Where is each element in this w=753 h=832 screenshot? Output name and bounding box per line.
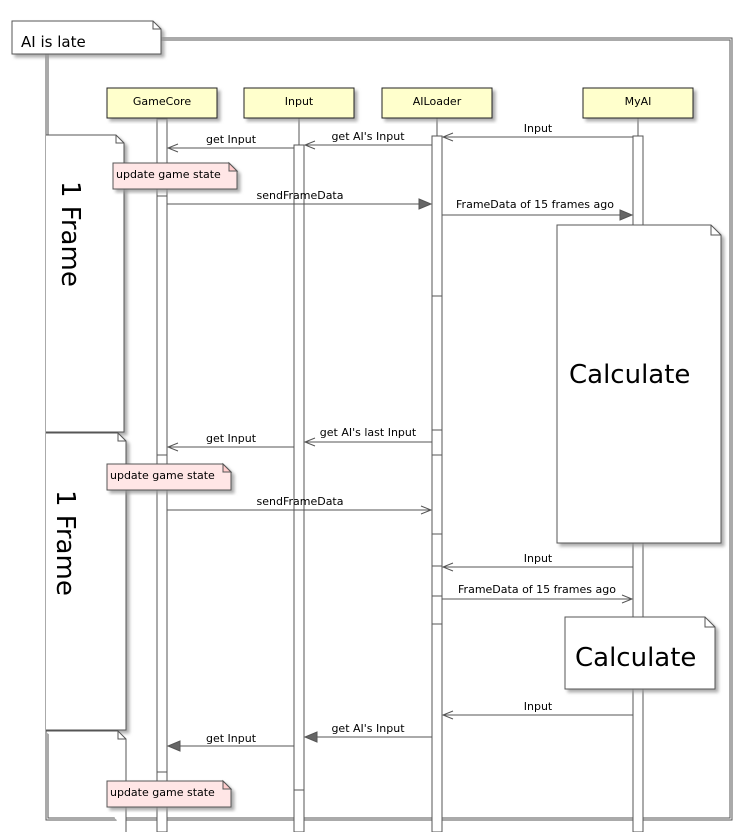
- participant-myai: MyAI: [582, 87, 694, 119]
- message-label: sendFrameData: [257, 189, 344, 202]
- message-label: get AI's Input: [331, 130, 405, 143]
- note-calculate: Calculate: [556, 224, 722, 544]
- message-label: FrameData of 15 frames ago: [458, 583, 616, 596]
- participant-label: GameCore: [133, 95, 191, 108]
- frame-title: AI is late: [21, 33, 86, 51]
- message-label: get AI's Input: [331, 722, 405, 735]
- fragment-label: 1 Frame: [50, 490, 80, 596]
- participant-ailoader: AILoader: [381, 87, 493, 119]
- message-labels: Input get AI's Input get Input sendFrame…: [206, 122, 616, 745]
- participant-label: Input: [285, 95, 314, 108]
- message-label: get Input: [206, 732, 257, 745]
- frame-title-tab: AI is late: [11, 20, 162, 55]
- message-label: Input: [524, 552, 553, 565]
- message-label: Input: [524, 122, 553, 135]
- message-label: get AI's last Input: [320, 426, 417, 439]
- note-update-game-state: update game state: [106, 462, 233, 491]
- participant-label: AILoader: [413, 95, 462, 108]
- fragment-frame-2: 1 Frame: [46, 432, 127, 731]
- note-text: Calculate: [575, 643, 696, 673]
- note-text: update game state: [110, 469, 215, 482]
- message-label: FrameData of 15 frames ago: [456, 198, 614, 211]
- note-text: update game state: [110, 786, 215, 799]
- participant-label: MyAI: [625, 95, 652, 108]
- note-update-game-state: update game state: [106, 779, 233, 808]
- participant-input: Input: [243, 87, 355, 119]
- message-label: get Input: [206, 133, 257, 146]
- note-update-game-state: update game state: [112, 161, 239, 190]
- note-text: Calculate: [569, 360, 690, 390]
- fragment-frame-1: 1 Frame: [46, 134, 125, 433]
- note-calculate: Calculate: [564, 616, 716, 690]
- participant-gamecore: GameCore: [106, 87, 218, 119]
- message-label: get Input: [206, 432, 257, 445]
- message-label: Input: [524, 700, 553, 713]
- note-text: update game state: [116, 168, 221, 181]
- message-label: sendFrameData: [257, 495, 344, 508]
- messages: [167, 137, 633, 746]
- fragment-label: 1 Frame: [55, 181, 85, 287]
